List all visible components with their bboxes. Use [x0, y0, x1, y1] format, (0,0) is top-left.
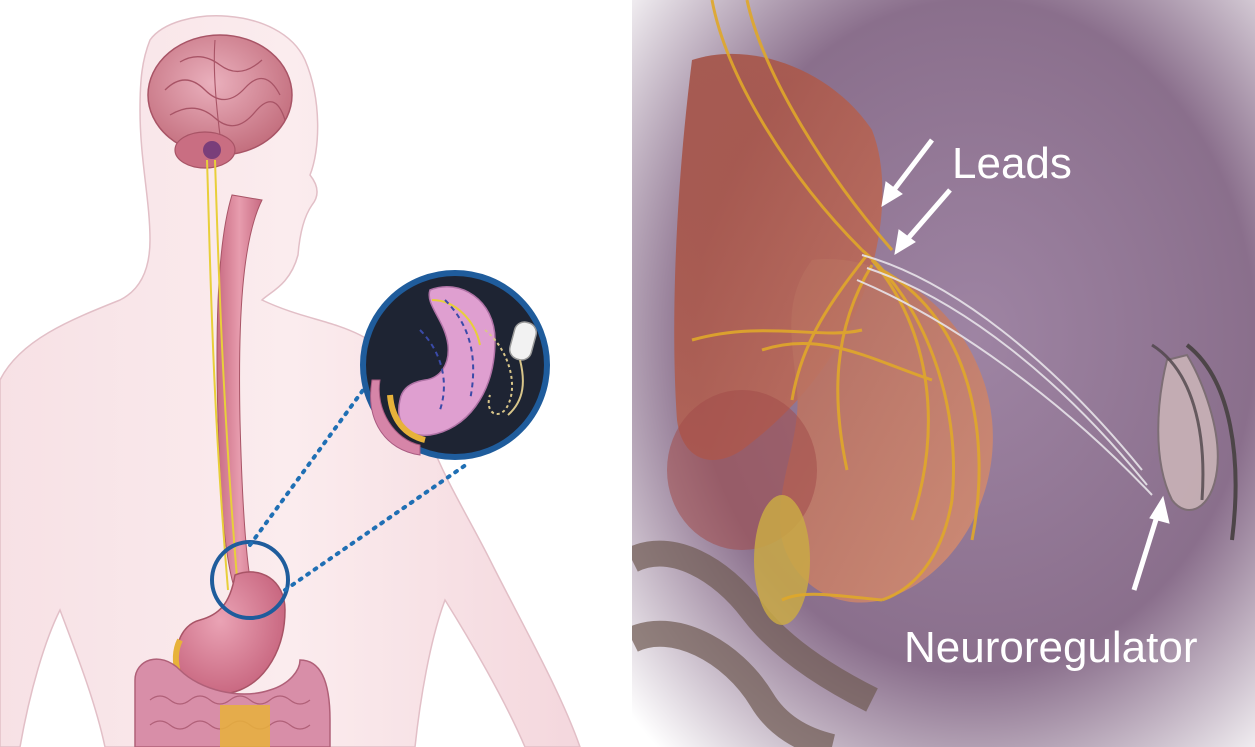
body-illustration-panel [0, 0, 628, 747]
zoom-inset [363, 273, 547, 457]
neuroregulator-label: Neuroregulator [904, 623, 1198, 672]
closeup-illustration: Leads Neuroregulator [632, 0, 1255, 747]
leads-label: Leads [952, 139, 1072, 188]
closeup-illustration-panel: Leads Neuroregulator [632, 0, 1255, 747]
pancreas-shape [754, 495, 810, 625]
body-illustration [0, 0, 628, 747]
